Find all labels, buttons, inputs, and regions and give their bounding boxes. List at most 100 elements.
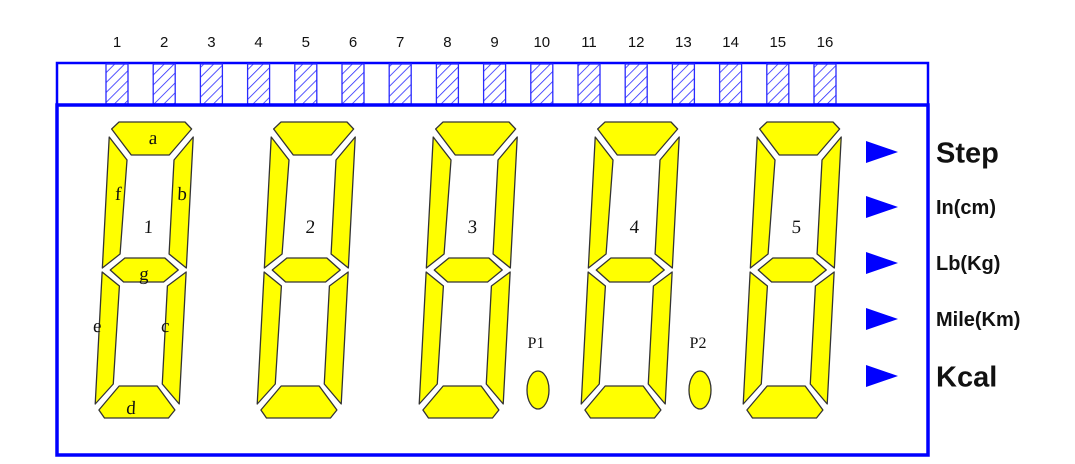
- pin-4: [246, 63, 271, 105]
- pin-number-label: 11: [581, 34, 597, 51]
- pin-5: [294, 63, 318, 105]
- segment-d: [584, 385, 662, 419]
- pin-number-label: 7: [396, 34, 404, 51]
- segment-d: [260, 385, 338, 419]
- segment-b: [330, 136, 356, 269]
- pin-11: [577, 63, 601, 105]
- digit-1: 1 a b c d e f g: [93, 121, 194, 419]
- pin-7: [388, 63, 412, 105]
- pin-number-label: 2: [160, 34, 168, 51]
- segment-g: [757, 257, 827, 283]
- segment-g: [109, 257, 179, 283]
- segment-g: [595, 257, 665, 283]
- segment-c: [161, 271, 187, 405]
- segment-d: [98, 385, 176, 419]
- pin-9: [482, 63, 507, 105]
- pin-number-label: 15: [769, 34, 786, 51]
- segment-f: [749, 136, 776, 269]
- segment-b: [816, 136, 842, 269]
- segment-g: [271, 257, 341, 283]
- segment-e: [418, 271, 445, 405]
- segment-d: [422, 385, 500, 419]
- digit-3: 3: [418, 121, 518, 419]
- digit-number-label: 5: [791, 217, 802, 238]
- segment-label-d: d: [126, 398, 137, 419]
- segment-label-g: g: [139, 264, 150, 285]
- segment-c: [809, 271, 835, 405]
- digit-number-label: 2: [305, 217, 316, 238]
- pin-6: [341, 63, 365, 105]
- segment-f: [587, 136, 614, 269]
- segment-a: [272, 121, 355, 156]
- pin-3: [199, 63, 224, 105]
- pin-8: [435, 63, 460, 105]
- pin-number-label: 9: [490, 34, 498, 51]
- unit-label: Lb(Kg): [936, 253, 1000, 275]
- segment-f: [101, 136, 128, 269]
- digit-number-label: 4: [629, 217, 640, 238]
- pin-number-label: 16: [817, 34, 834, 51]
- digit-number-label: 3: [467, 217, 478, 238]
- indicator-arrow-icon: [866, 252, 898, 274]
- unit-label: Step: [936, 137, 999, 169]
- segment-label-c: c: [161, 316, 171, 337]
- pin-strip: [55, 61, 930, 107]
- segment-a: [758, 121, 841, 156]
- pin-number-label: 1: [113, 34, 121, 51]
- digit-5: 5: [742, 121, 842, 419]
- unit-label: Mile(Km): [936, 309, 1020, 331]
- digit-4: 4: [580, 121, 680, 419]
- digit-2: 2: [256, 121, 356, 419]
- decimal-points: P1 P2: [526, 335, 712, 410]
- segment-c: [485, 271, 511, 405]
- pin-number-label: 4: [254, 34, 262, 51]
- pin-number-label: 6: [349, 34, 357, 51]
- decimal-point-P2: [688, 370, 712, 410]
- segment-label-b: b: [177, 184, 188, 205]
- segment-f: [425, 136, 452, 269]
- point-label: P1: [528, 335, 545, 352]
- segment-c: [323, 271, 349, 405]
- segment-f: [263, 136, 290, 269]
- point-label: P2: [690, 335, 707, 352]
- segment-e: [256, 271, 283, 405]
- pin-number-label: 3: [207, 34, 215, 51]
- digit-number-label: 1: [143, 217, 154, 238]
- segment-d: [746, 385, 824, 419]
- segment-e: [742, 271, 769, 405]
- segment-b: [492, 136, 518, 269]
- indicator-arrow-icon: [866, 196, 898, 218]
- segment-e: [94, 271, 121, 405]
- segment-label-a: a: [148, 128, 158, 149]
- segment-label-f: f: [114, 184, 122, 205]
- pin-1: [105, 63, 129, 105]
- pin-number-label: 14: [722, 34, 739, 51]
- segment-a: [596, 121, 679, 156]
- pin-13: [671, 63, 696, 105]
- digits: 1 a b c d e f g 2 3 4 5: [93, 121, 842, 419]
- decimal-point-P1: [526, 370, 550, 410]
- pin-number-label: 5: [302, 34, 310, 51]
- pin-number-label: 12: [628, 34, 645, 51]
- pin-2: [152, 63, 176, 105]
- display-frame: [55, 103, 930, 457]
- pin-number-label: 10: [533, 34, 550, 51]
- segment-b: [168, 136, 194, 269]
- unit-label: Kcal: [936, 361, 997, 393]
- segment-b: [654, 136, 680, 269]
- segment-label-e: e: [93, 316, 103, 337]
- segment-g: [433, 257, 503, 283]
- segment-a: [434, 121, 517, 156]
- segment-a: [110, 121, 193, 156]
- segment-e: [580, 271, 607, 405]
- unit-label: In(cm): [936, 197, 996, 219]
- pin-15: [766, 63, 790, 105]
- indicator-arrow-icon: [866, 141, 898, 163]
- pin-number-label: 13: [675, 34, 692, 51]
- indicator-arrow-icon: [866, 308, 898, 330]
- pin-16: [813, 63, 837, 105]
- pin-12: [624, 63, 648, 105]
- indicator-arrow-icon: [866, 365, 898, 387]
- pin-10: [530, 63, 554, 105]
